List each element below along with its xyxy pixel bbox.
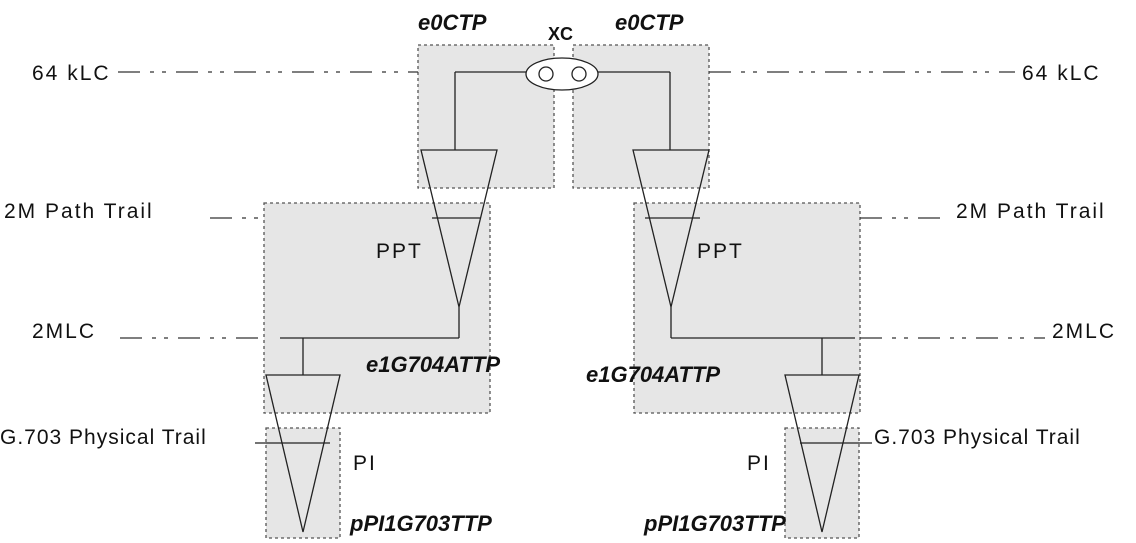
label-2m-path-trail-left: 2M Path Trail [4, 200, 154, 223]
xc-port-left [538, 66, 554, 82]
block-e0ctp-right: e0CTP [615, 10, 684, 35]
triangle-pi-right [784, 374, 860, 533]
box-attp-right [633, 202, 861, 414]
block-ppt-right: PPT [697, 240, 744, 263]
label-2m-path-trail-right: 2M Path Trail [956, 200, 1106, 223]
block-xc: XC [548, 24, 573, 44]
label-2mlc-right: 2MLC [1052, 320, 1116, 343]
label-2mlc-left: 2MLC [32, 320, 96, 343]
triangle-pi-left [265, 374, 341, 533]
label-g703-phys-trail-left: G.703 Physical Trail [0, 426, 207, 449]
box-attp-left [263, 202, 491, 414]
xc-ellipse [525, 57, 599, 91]
block-pi-left: PI [353, 452, 377, 475]
xc-port-right [571, 66, 587, 82]
block-pttp-left: pPI1G703TTP [349, 511, 492, 536]
block-attp-left: e1G704ATTP [366, 352, 500, 377]
block-e0ctp-left: e0CTP [418, 10, 487, 35]
label-64klc-right: 64 kLC [1022, 62, 1101, 85]
block-attp-right: e1G704ATTP [586, 362, 720, 387]
triangle-ppt-right [632, 149, 710, 308]
block-pttp-right: pPI1G703TTP [643, 511, 786, 536]
block-ppt-left: PPT [376, 240, 423, 263]
label-g703-phys-trail-right: G.703 Physical Trail [874, 426, 1081, 449]
block-pi-right: PI [747, 452, 771, 475]
triangle-ppt-left [420, 149, 498, 308]
label-64klc-left: 64 kLC [32, 62, 111, 85]
box-pttp-left [265, 427, 341, 539]
box-pttp-right [784, 427, 860, 539]
